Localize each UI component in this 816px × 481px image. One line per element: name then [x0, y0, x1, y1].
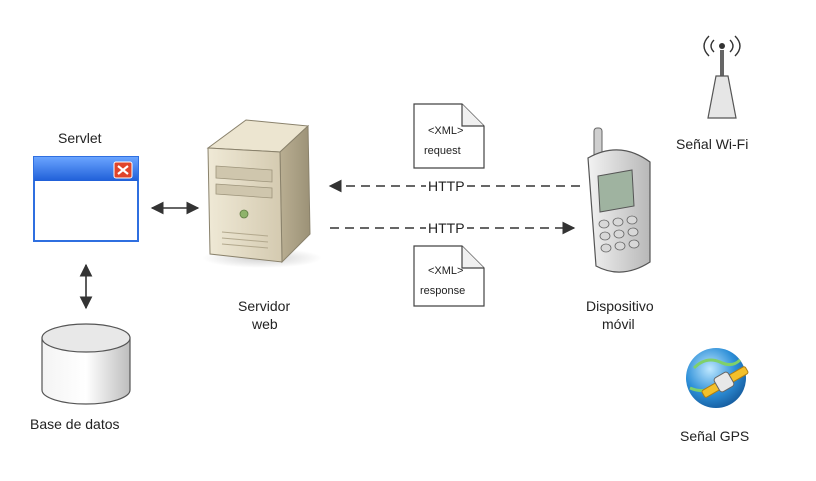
- gps-satellite-icon: [686, 348, 749, 408]
- server-label-line2: web: [252, 316, 278, 332]
- http-label-bottom: HTTP: [426, 220, 467, 236]
- xml-response-document-icon: [413, 245, 485, 307]
- device-label-line2: móvil: [602, 316, 635, 332]
- device-label-line1: Dispositivo: [586, 298, 654, 314]
- request-doc-line1: <XML>: [428, 125, 464, 137]
- request-doc-line2: request: [424, 145, 461, 157]
- wifi-antenna-icon: [703, 35, 741, 119]
- http-label-top: HTTP: [426, 178, 467, 194]
- close-icon: [117, 165, 129, 175]
- database-label: Base de datos: [30, 416, 120, 432]
- mobile-phone-icon: [587, 127, 651, 273]
- xml-request-document-icon: [413, 103, 485, 169]
- wifi-label: Señal Wi-Fi: [676, 136, 749, 152]
- response-doc-line2: response: [420, 285, 466, 297]
- database-icon: [41, 323, 131, 405]
- servlet-window-icon: [33, 156, 139, 242]
- server-label-line1: Servidor: [238, 298, 291, 314]
- gps-label: Señal GPS: [680, 428, 750, 444]
- servlet-label: Servlet: [58, 130, 102, 146]
- response-doc-line1: <XML>: [428, 265, 464, 277]
- server-icon: [202, 119, 322, 268]
